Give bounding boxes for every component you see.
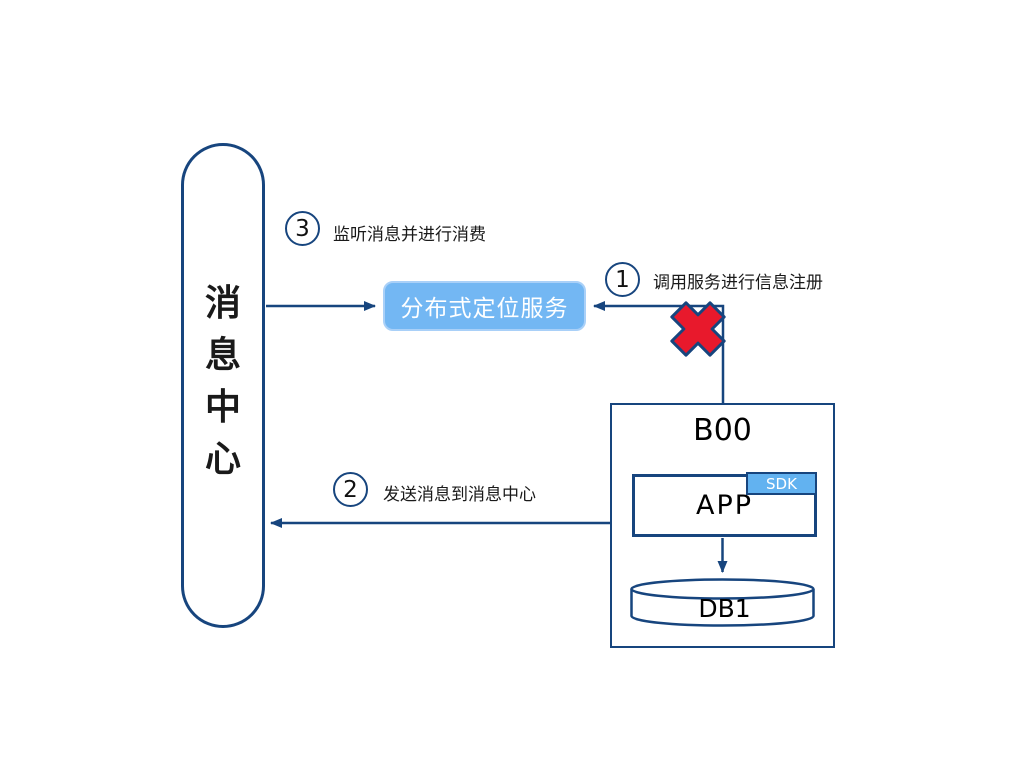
db1-label: DB1 xyxy=(698,594,751,623)
step-2-number: 2 xyxy=(343,476,358,503)
node-b00: B00 APP SDK DB1 xyxy=(610,403,835,648)
step-1-number: 1 xyxy=(615,266,630,293)
b00-title: B00 xyxy=(693,413,752,448)
sdk-badge: SDK xyxy=(746,472,817,495)
step-3-number: 3 xyxy=(295,215,310,242)
location-service-label: 分布式定位服务 xyxy=(400,296,569,322)
step-2-label: 发送消息到消息中心 xyxy=(383,485,536,505)
step-1-label: 调用服务进行信息注册 xyxy=(653,273,823,293)
db1-cylinder-top xyxy=(630,578,815,600)
blocked-x-icon xyxy=(670,301,726,357)
step-1-number-badge: 1 xyxy=(605,262,640,297)
step-2-number-badge: 2 xyxy=(333,472,368,507)
node-location-service: 分布式定位服务 xyxy=(383,281,586,331)
step-3-number-badge: 3 xyxy=(285,211,320,246)
node-message-center xyxy=(181,143,265,628)
arrow-register-service xyxy=(593,301,725,403)
app-label: APP xyxy=(695,490,754,521)
step-3-label: 监听消息并进行消费 xyxy=(333,225,486,245)
message-center-label: 消息中心 xyxy=(204,283,241,480)
